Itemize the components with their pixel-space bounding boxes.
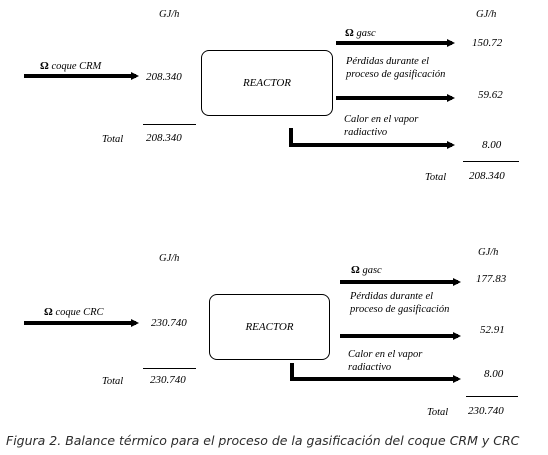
total-value-right: 230.740 xyxy=(468,405,504,417)
omega-symbol: Ω xyxy=(345,27,354,39)
reactor-label: REACTOR xyxy=(242,77,292,89)
unit-label-right: GJ/h xyxy=(476,9,497,20)
heat-arrow xyxy=(290,363,461,383)
diagram-crm: GJ/h GJ/h Ω coque CRM 208.340 REACTOR To… xyxy=(0,0,548,215)
heat-label: Calor en el vapor radiactivo xyxy=(348,349,423,374)
gas-value: 177.83 xyxy=(476,273,507,285)
reactor-box: REACTOR xyxy=(209,294,330,360)
reactor-label: REACTOR xyxy=(245,321,294,333)
input-value: 208.340 xyxy=(146,71,182,83)
unit-label-left: GJ/h xyxy=(159,253,180,264)
unit-label-right: GJ/h xyxy=(478,247,499,258)
input-label: Ω coque CRM xyxy=(40,60,102,72)
reactor-box: REACTOR xyxy=(201,50,333,116)
heat-arrow xyxy=(289,128,455,149)
gas-label: Ω gasc xyxy=(345,27,376,39)
total-line-right xyxy=(466,396,518,397)
gas-value: 150.72 xyxy=(472,37,503,49)
total-line-right xyxy=(463,161,519,162)
gas-label: Ω gasc xyxy=(351,264,382,276)
input-value: 230.740 xyxy=(151,317,187,329)
total-label-left: Total xyxy=(102,134,124,145)
loss-label: Pérdidas durante el proceso de gasificac… xyxy=(346,56,446,81)
heat-value: 8.00 xyxy=(482,139,502,151)
figure-caption: Figura 2. Balance térmico para el proces… xyxy=(6,433,520,448)
total-value-right: 208.340 xyxy=(469,170,505,182)
total-line-left xyxy=(143,124,196,125)
total-line-left xyxy=(143,368,196,369)
omega-symbol: Ω xyxy=(40,60,49,72)
heat-value: 8.00 xyxy=(484,368,504,380)
input-label: Ω coque CRC xyxy=(44,306,104,318)
omega-symbol: Ω xyxy=(351,264,360,276)
omega-symbol: Ω xyxy=(44,306,53,318)
flow-arrows xyxy=(24,39,455,149)
diagram-crc: GJ/h GJ/h Ω coque CRC 230.740 REACTOR To… xyxy=(0,205,548,420)
total-value-left: 208.340 xyxy=(146,132,182,144)
total-label-left: Total xyxy=(102,376,124,387)
unit-label-left: GJ/h xyxy=(159,9,180,20)
heat-label: Calor en el vapor radiactivo xyxy=(344,114,419,139)
total-value-left: 230.740 xyxy=(150,374,186,386)
total-label-right: Total xyxy=(427,407,449,418)
loss-value: 52.91 xyxy=(480,324,505,336)
loss-label: Pérdidas durante el proceso de gasificac… xyxy=(350,291,450,316)
flow-arrows xyxy=(24,278,461,383)
loss-value: 59.62 xyxy=(478,89,503,101)
total-label-right: Total xyxy=(425,172,447,183)
